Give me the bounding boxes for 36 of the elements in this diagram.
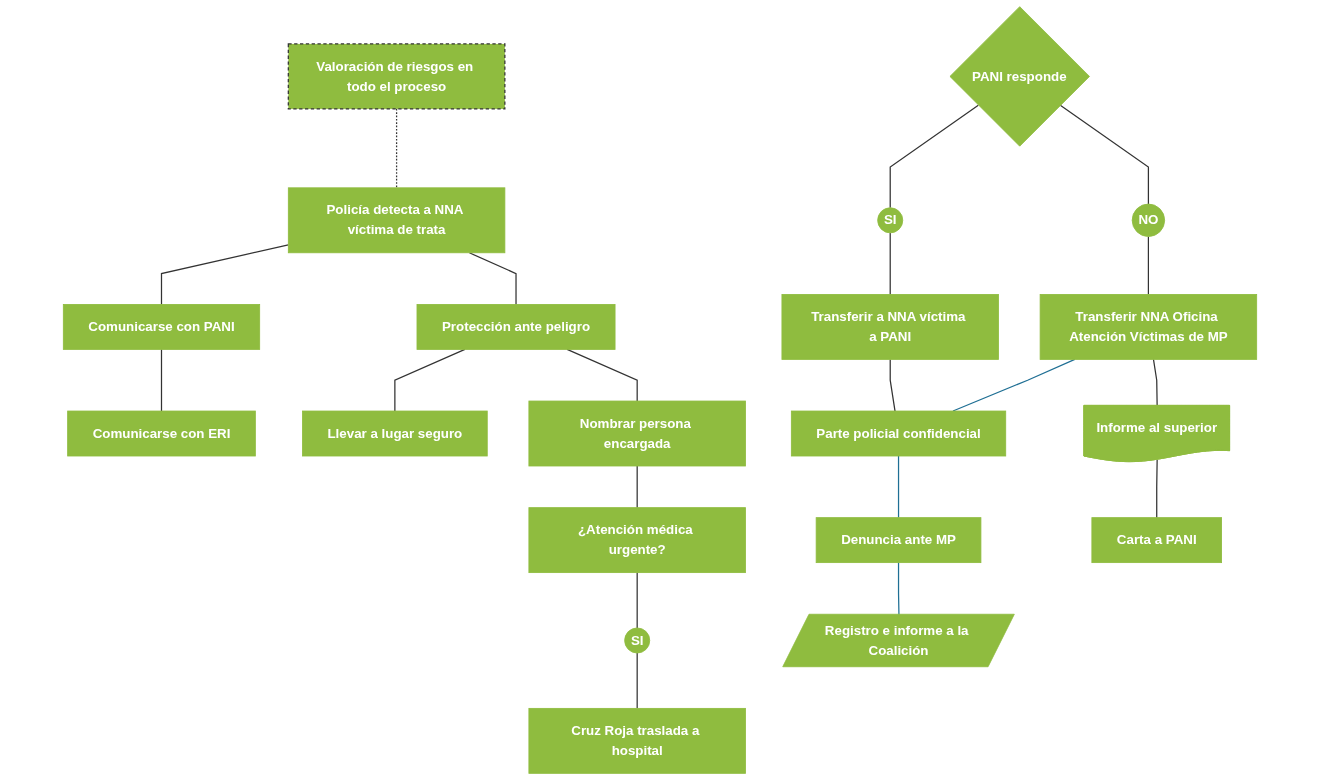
connector <box>395 108 398 189</box>
node-box: Cruz Roja traslada a hospital <box>528 707 746 774</box>
connector <box>1156 459 1158 519</box>
connector <box>636 465 638 509</box>
connector <box>889 358 896 412</box>
node-circle: NO <box>1131 203 1166 237</box>
connector <box>897 562 900 616</box>
node-box: Comunicarse con PANI <box>62 304 261 350</box>
node-circle: SI <box>624 627 651 654</box>
connector <box>952 358 1076 412</box>
connector <box>897 455 900 519</box>
node-box: Transferir NNA Oficina Atención Víctimas de MP <box>1039 294 1258 360</box>
node-box: Llevar a lugar seguro <box>302 410 488 457</box>
node-box: Denuncia ante MP <box>815 517 982 564</box>
connector <box>1147 235 1150 296</box>
node-box: Comunicarse con ERI <box>67 410 256 457</box>
connector <box>394 348 466 412</box>
connector <box>160 244 289 306</box>
connector <box>1152 358 1158 407</box>
node-box: Transferir a NNA víctima a PANI <box>781 294 999 360</box>
node-box: ¿Atención médica urgente? <box>528 507 746 574</box>
node-box: Carta a PANI <box>1091 517 1222 564</box>
node-box: Protección ante peligro <box>416 304 616 350</box>
node-box: Valoración de riesgos en todo el proceso <box>287 43 506 110</box>
node-circle: SI <box>877 207 904 234</box>
connector <box>566 348 638 402</box>
connector <box>1059 104 1150 205</box>
connector <box>889 104 979 209</box>
node-box: Parte policial confidencial <box>790 410 1007 457</box>
connector <box>636 652 638 709</box>
node-diamond: PANI responde <box>949 6 1090 147</box>
node-box: Nombrar persona encargada <box>528 400 746 467</box>
connector <box>889 232 891 296</box>
node-box: Policía detecta a NNA víctima de trata <box>287 187 506 254</box>
connector <box>160 348 163 412</box>
connector <box>636 572 638 629</box>
